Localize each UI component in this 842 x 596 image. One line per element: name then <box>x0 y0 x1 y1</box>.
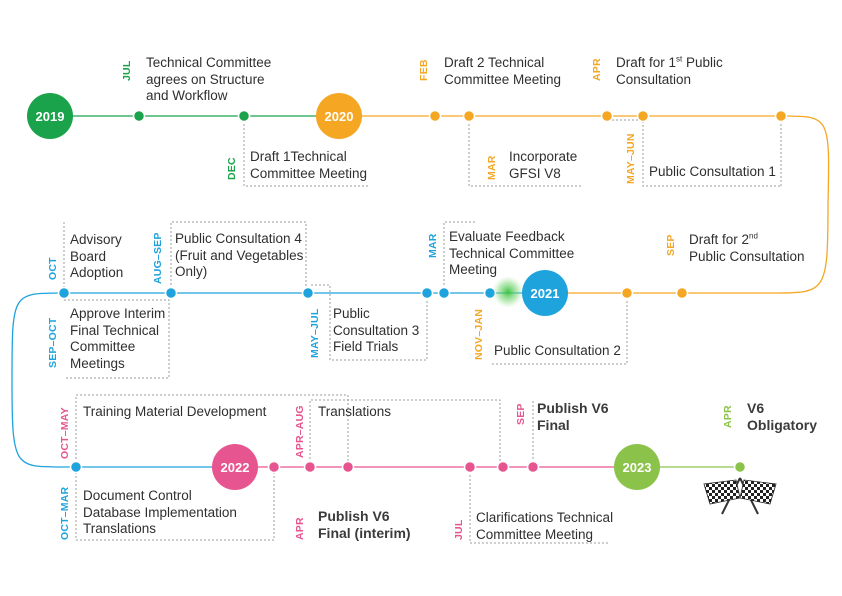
highlight-glow <box>492 276 524 308</box>
event-month-label: DEC <box>226 157 238 180</box>
event-text-part: Public Consultation <box>616 55 723 87</box>
event-text: Training Material Development <box>83 404 267 419</box>
event-text: Clarifications Technical Committee Meeti… <box>476 510 614 542</box>
event-month-label: SEP <box>515 403 527 425</box>
event-month-label: MAR <box>486 155 498 180</box>
event-month-label: MAR <box>427 233 439 258</box>
event-text-part: Public Consultation <box>689 248 805 264</box>
year-2020-badge: 2020 <box>316 93 362 139</box>
track-2020 <box>338 115 830 294</box>
event-month-label: APR <box>294 517 306 540</box>
event-text: Public Consultation 4 (Fruit and Vegetab… <box>175 231 304 279</box>
event-text-sup: st <box>676 54 683 64</box>
event-month-label: OCT <box>47 257 59 280</box>
event-text: V6 Obligatory <box>747 400 818 433</box>
event-text: Approve Interim Final Technical Committe… <box>70 306 166 371</box>
event-text: Draft 2 Technical Committee Meeting <box>444 55 562 87</box>
event-text: Draft 1Technical Committee Meeting <box>250 149 368 181</box>
event-text: Incorporate GFSI V8 <box>509 149 578 181</box>
event-month-label: JUL <box>453 519 465 540</box>
event-text: Public Consultation 2 <box>494 343 621 358</box>
event-text: Public Consultation 1 <box>649 164 776 179</box>
event-month-label: FEB <box>418 59 430 81</box>
event-text: Draft for 2nd Public Consultation <box>689 232 805 265</box>
event-month-label: MAY–JUN <box>625 133 637 184</box>
event-text: Evaluate Feedback Technical Committee Me… <box>449 229 575 277</box>
event-text: Document Control Database Implementation… <box>83 488 237 536</box>
event-month-label: JUL <box>121 60 133 81</box>
event-text: Draft for 1st Public Consultation <box>616 55 723 88</box>
connectors <box>63 116 782 544</box>
event-month-label: MAY–JUL <box>309 308 321 358</box>
track-2021 <box>11 292 545 468</box>
event-month-label: APR <box>591 58 603 81</box>
event-month-label: OCT–MAR <box>59 486 71 540</box>
event-month-label: SEP–OCT <box>47 317 59 368</box>
event-text: Publish V6 Final <box>537 400 609 433</box>
event-month-label: AUG–SEP <box>152 232 164 284</box>
event-text-part: Draft for 2 <box>689 232 750 247</box>
year-2021-badge: 2021 <box>522 270 568 316</box>
event-text: Public Consultation 3 Field Trials <box>333 306 420 354</box>
event-dots <box>57 109 788 474</box>
event-text-part: Draft for 1 <box>616 55 677 70</box>
year-2022-badge: 2022 <box>212 444 258 490</box>
event-month-label: SEP <box>665 234 677 256</box>
year-2019-badge: 2019 <box>27 93 73 139</box>
checkered-flags-icon <box>703 477 777 515</box>
event-month-label: NOV–JAN <box>473 309 485 360</box>
event-text: Technical Committee agrees on Structure … <box>146 55 272 103</box>
event-text: Translations <box>318 404 392 419</box>
event-month-label: APR–AUG <box>294 405 306 458</box>
event-month-label: APR <box>722 405 734 428</box>
event-text-sup: nd <box>749 231 758 241</box>
year-2023-badge: 2023 <box>614 444 660 490</box>
event-month-label: OCT–MAY <box>59 407 71 459</box>
event-text: Publish V6 Final (interim) <box>318 508 411 541</box>
event-text: Advisory Board Adoption <box>70 232 124 280</box>
